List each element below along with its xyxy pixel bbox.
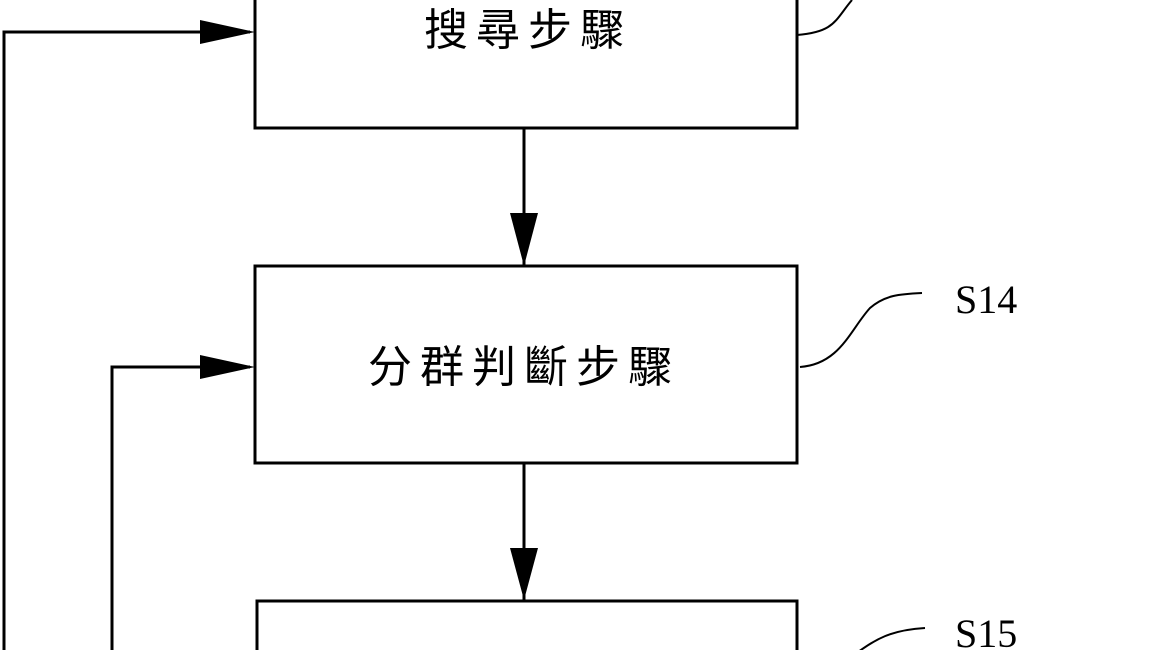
arrowhead-icon — [510, 548, 538, 600]
feedback-loop-inner — [110, 365, 250, 650]
step-text-cluster-judgment: 分群判斷步驟 — [368, 342, 680, 393]
arrowhead-icon — [200, 20, 255, 44]
step-label-s15: S15 — [955, 611, 1017, 650]
step-text-search: 搜尋步驟 — [424, 5, 632, 56]
leader-line-s15 — [859, 627, 926, 650]
feedback-loop-outer — [2, 30, 250, 650]
step-box-search: 搜尋步驟 — [253, 0, 799, 130]
step-label-s14: S14 — [955, 277, 1017, 322]
leader-line-s14 — [799, 292, 923, 368]
step-box-cluster-judgment: 分群判斷步驟 — [253, 264, 799, 465]
arrowhead-icon — [510, 213, 538, 266]
arrowhead-icon — [200, 355, 255, 379]
step-box-s15 — [255, 599, 799, 650]
leader-line-s13 — [796, 0, 853, 36]
